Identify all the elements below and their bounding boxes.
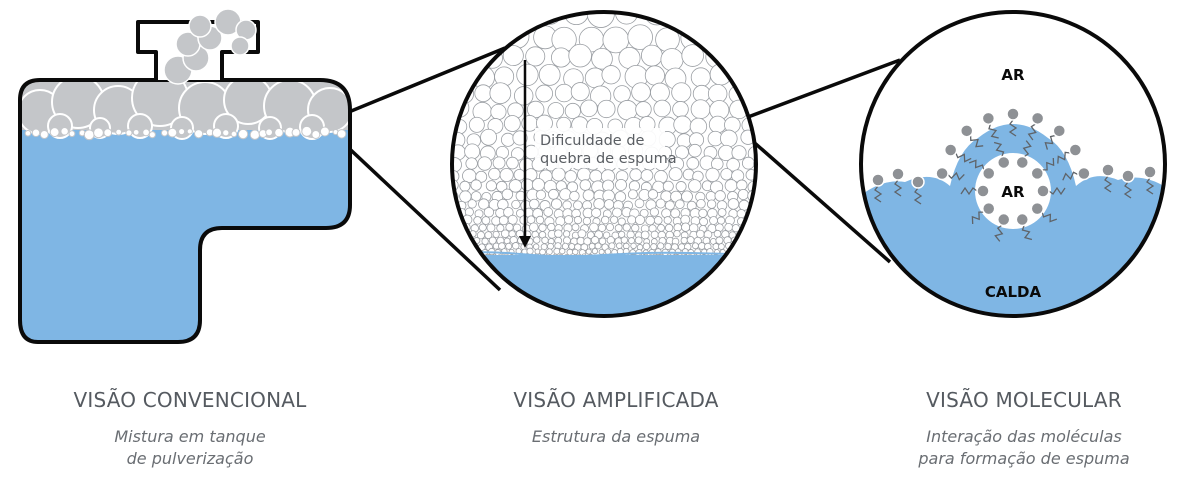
- tank-overflow-foam: [163, 8, 257, 85]
- tank-outline: [18, 78, 352, 344]
- caption-amplified: VISÃO AMPLIFICADA Estrutura da espuma: [456, 386, 776, 448]
- caption-title: VISÃO CONVENCIONAL: [73, 388, 307, 412]
- difficulty-label-line1: Dificuldade de: [540, 133, 645, 149]
- molecular-view: AR AR CALDA: [859, 10, 1167, 318]
- surfactant-molecules: [871, 107, 1157, 242]
- molecular-circle-outline: [859, 10, 1167, 318]
- tank: [18, 8, 352, 344]
- amplified-circle-outline: [450, 10, 758, 318]
- tank-foam-bubbles: [20, 80, 350, 141]
- difficulty-label-line2: quebra de espuma: [540, 151, 677, 167]
- caption-title: VISÃO MOLECULAR: [926, 388, 1122, 412]
- caption-conventional: VISÃO CONVENCIONAL Mistura em tanque de …: [30, 386, 350, 470]
- amplified-liquid: [452, 255, 756, 316]
- zoom-lines-2: [730, 58, 901, 264]
- amplified-view: Dificuldade de quebra de espuma: [450, 10, 758, 318]
- tank-liquid: [20, 128, 350, 342]
- caption-subtitle: Mistura em tanque de pulverização: [114, 427, 266, 468]
- caption-title: VISÃO AMPLIFICADA: [513, 388, 719, 412]
- liquid-label: CALDA: [985, 283, 1042, 301]
- caption-molecular: VISÃO MOLECULAR Interação das moléculas …: [864, 386, 1180, 470]
- caption-subtitle: Estrutura da espuma: [531, 427, 701, 446]
- air-top-label: AR: [1001, 66, 1025, 84]
- air-bubble-label: AR: [1001, 183, 1025, 201]
- foam-diagram: Dificuldade de quebra de espuma AR AR CA…: [18, 8, 1167, 344]
- caption-subtitle: Interação das moléculas para formação de…: [918, 427, 1130, 468]
- difficulty-arrowhead: [519, 236, 531, 248]
